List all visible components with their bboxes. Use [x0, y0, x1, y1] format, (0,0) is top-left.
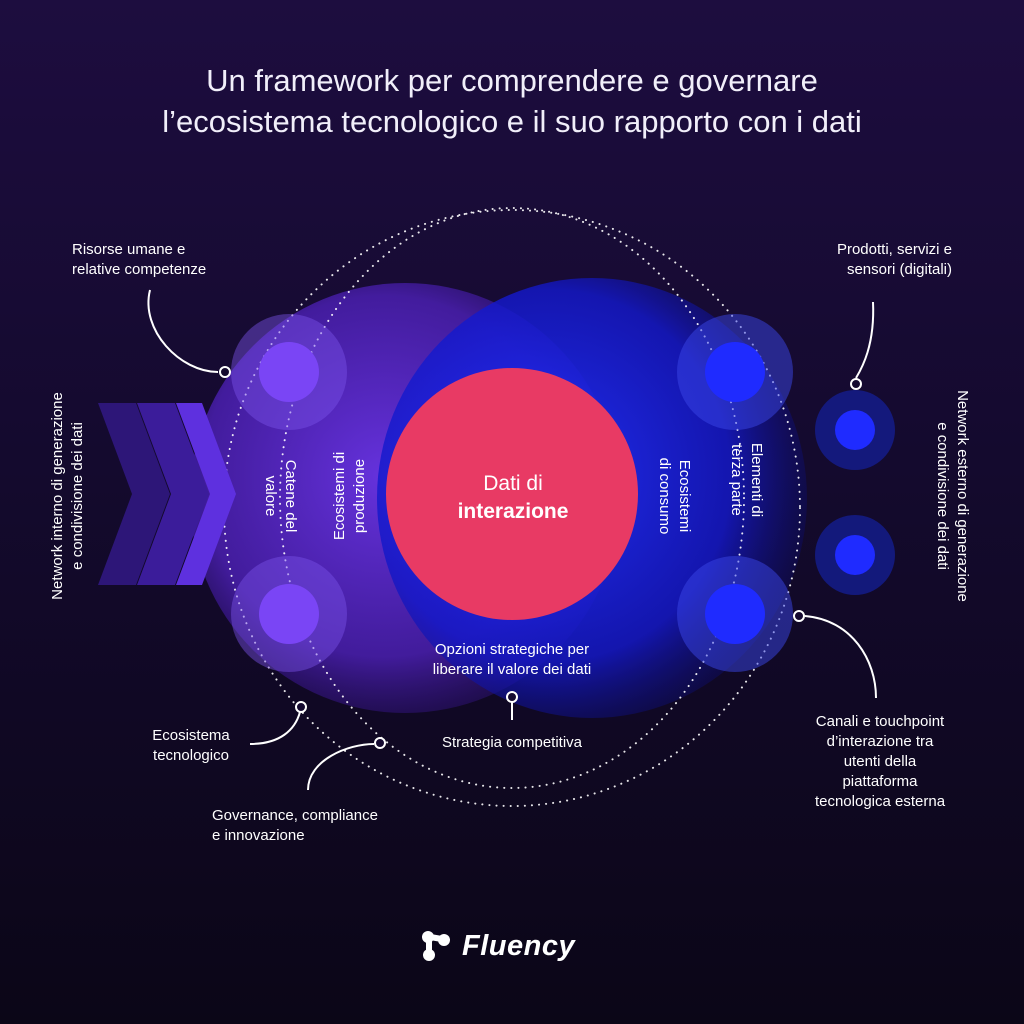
- connector-dot-governance: [374, 737, 386, 749]
- vertical-label-ecosistemi-consumo: Ecosistemi di consumo: [656, 457, 693, 535]
- connector-canali: [804, 615, 877, 699]
- connector-ecosistema: [249, 711, 301, 745]
- page-title: Un framework per comprendere e governare…: [0, 60, 1024, 142]
- vertical-label-network-esterno: Network esterno di generazione e condivi…: [934, 390, 971, 602]
- vertical-label-network-interno: Network interno di generazione e condivi…: [49, 392, 86, 600]
- node-right-top: [705, 342, 765, 402]
- chevron-arrow-3: [176, 403, 236, 585]
- connector-risorse: [147, 289, 219, 373]
- brand-name: Fluency: [462, 929, 576, 962]
- connector-dot-risorse: [219, 366, 231, 378]
- connector-dot-canali: [793, 610, 805, 622]
- center-label-line-2: interazione: [457, 500, 569, 523]
- interaction-data-circle: [386, 368, 638, 620]
- vertical-label-elementi-terza-parte: Elementi di terza parte: [728, 442, 765, 518]
- label-canali: Canali e touchpoint d’interazione tra ut…: [814, 713, 946, 810]
- center-label-line-1: Dati di: [483, 472, 543, 495]
- title-line-2: l’ecosistema tecnologico e il suo rappor…: [162, 104, 862, 139]
- connector-dot-prodotti: [850, 378, 862, 390]
- connector-dot-ecosistema: [295, 701, 307, 713]
- label-governance: Governance, compliance e innovazione: [212, 807, 378, 844]
- vertical-label-catene: Catene del valore: [262, 459, 299, 533]
- external-node-top: [835, 410, 875, 450]
- fluency-logo-icon: [422, 931, 450, 961]
- label-prodotti: Prodotti, servizi e sensori (digitali): [836, 241, 952, 278]
- title-line-1: Un framework per comprendere e governare: [206, 63, 818, 98]
- connector-prodotti: [855, 301, 875, 379]
- vertical-label-ecosistemi-produzione: Ecosistemi di produzione: [331, 451, 368, 541]
- node-left-bottom: [259, 584, 319, 644]
- label-risorse: Risorse umane e relative competenze: [72, 241, 207, 278]
- label-ecosistema: Ecosistema tecnologico: [152, 727, 230, 764]
- node-left-top: [259, 342, 319, 402]
- label-opzioni: Opzioni strategiche per liberare il valo…: [432, 641, 592, 678]
- brand-logo: Fluency: [420, 926, 575, 966]
- node-right-bottom: [705, 584, 765, 644]
- connector-dot-strategia: [506, 691, 518, 703]
- center-label: Dati di interazione: [388, 470, 638, 526]
- external-node-bottom: [835, 535, 875, 575]
- label-strategia: Strategia competitiva: [441, 734, 583, 751]
- chevron-arrow-1: [98, 403, 170, 585]
- inner-dotted-orbit: [279, 207, 745, 789]
- chevron-arrow-2: [137, 403, 209, 585]
- outer-dotted-orbit: [223, 209, 801, 807]
- connector-governance: [307, 743, 375, 791]
